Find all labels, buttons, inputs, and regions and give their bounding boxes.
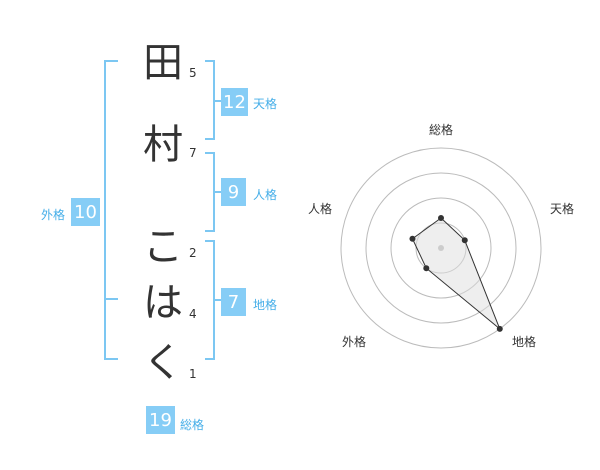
gaikaku-tick-top bbox=[104, 298, 118, 300]
jinkaku-value-badge: 9 bbox=[221, 178, 246, 206]
soukaku-value-badge: 19 bbox=[146, 406, 175, 434]
radar-point-4 bbox=[409, 235, 416, 242]
radar-axis-label-chikaku: 地格 bbox=[512, 334, 536, 349]
radar-point-0 bbox=[438, 215, 444, 221]
tenkaku-label: 天格 bbox=[253, 97, 278, 111]
gaikaku-value-badge: 10 bbox=[71, 198, 100, 226]
radar-axis-label-gaikaku: 外格 bbox=[342, 334, 366, 349]
stroke-count-3: 2 bbox=[189, 246, 197, 260]
tenkaku-value-badge: 12 bbox=[221, 88, 248, 116]
chikaku-bracket bbox=[205, 240, 215, 360]
name-char-4: は bbox=[143, 280, 183, 326]
name-char-2: 村 bbox=[143, 122, 183, 168]
chikaku-label: 地格 bbox=[253, 298, 278, 312]
chikaku-value-badge: 7 bbox=[221, 288, 246, 316]
jinkaku-bracket bbox=[205, 152, 215, 232]
stroke-count-5: 1 bbox=[189, 367, 197, 381]
radar-point-3 bbox=[423, 265, 430, 272]
radar-ring bbox=[340, 147, 542, 349]
tenkaku-tick bbox=[215, 100, 223, 102]
gaikaku-bracket bbox=[104, 60, 118, 360]
stroke-count-4: 4 bbox=[189, 307, 197, 321]
radar-point-2 bbox=[496, 325, 503, 332]
radar-axis-label-soukaku: 総格 bbox=[429, 122, 453, 137]
name-char-5: く bbox=[143, 340, 183, 386]
radar-shape bbox=[411, 217, 501, 330]
soukaku-label: 総格 bbox=[180, 418, 205, 432]
stroke-count-1: 5 bbox=[189, 66, 197, 80]
radar-center-dot bbox=[438, 245, 444, 251]
jinkaku-tick bbox=[215, 191, 223, 193]
radar-axis-label-tenkaku: 天格 bbox=[550, 201, 574, 216]
radar-ring bbox=[390, 197, 492, 299]
name-char-1: 田 bbox=[143, 40, 183, 86]
stroke-count-2: 7 bbox=[189, 146, 197, 160]
radar-ring bbox=[365, 172, 517, 324]
radar-axis-label-jinkaku: 人格 bbox=[308, 201, 332, 216]
radar-point-1 bbox=[461, 237, 468, 244]
jinkaku-label: 人格 bbox=[253, 188, 278, 202]
chikaku-tick bbox=[215, 299, 223, 301]
name-char-3: こ bbox=[143, 224, 183, 270]
gaikaku-label: 外格 bbox=[41, 208, 66, 222]
tenkaku-bracket bbox=[205, 60, 215, 140]
